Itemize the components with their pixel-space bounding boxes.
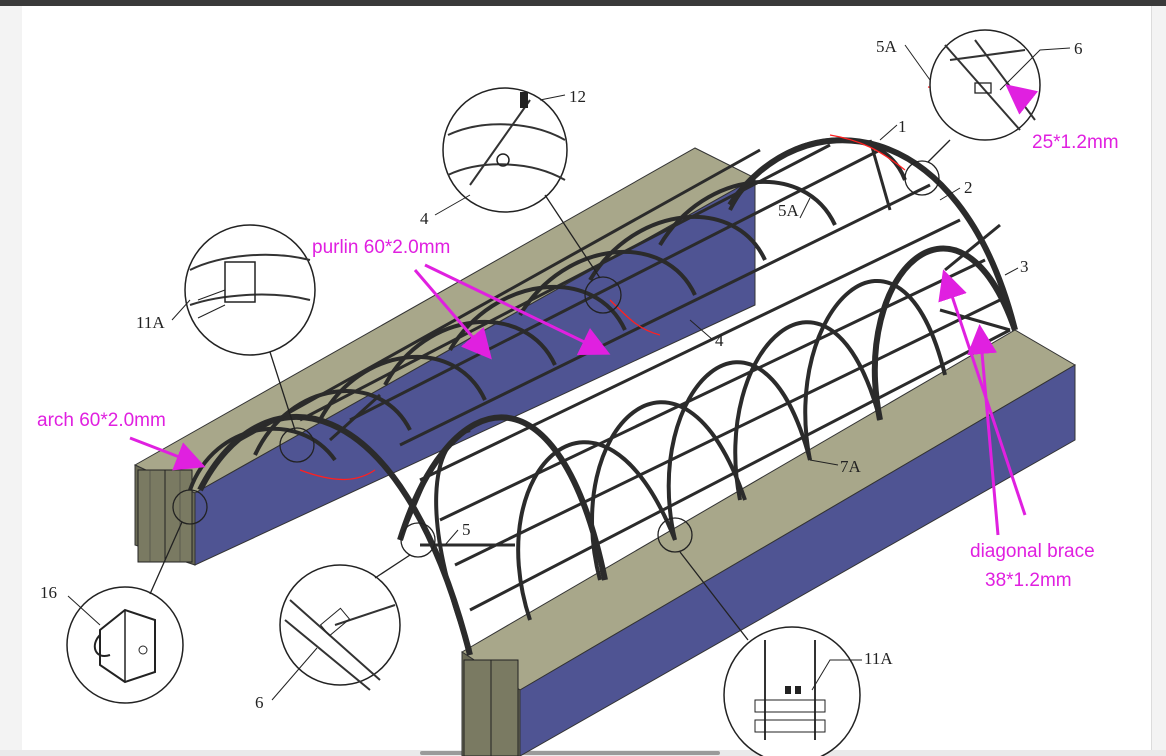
- part-label-11a-bottom: 11A: [864, 649, 893, 668]
- part-label-11a-left: 11A: [136, 313, 165, 332]
- part-label-1: 1: [898, 117, 907, 136]
- detail-view-top-splice: [442, 87, 568, 213]
- detail-leader-lines: [149, 139, 951, 641]
- part-label-12: 12: [569, 87, 586, 106]
- front-container: [461, 329, 1076, 756]
- part-label-5a-top: 5A: [876, 37, 898, 56]
- part-label-4-mid: 4: [715, 331, 724, 350]
- purlins: [239, 143, 1011, 612]
- part-labels: 12 4 11A 5A 6 1 2 3 5A 4 5 7A 6 16 11A: [40, 37, 1083, 712]
- detail-view-base-plate: [723, 626, 861, 756]
- diagonal-brace-callout-line2: 38*1.2mm: [985, 570, 1072, 591]
- right-scroll-track[interactable]: [1151, 6, 1166, 756]
- cable-callout: 25*1.2mm: [1032, 132, 1119, 153]
- front-container-door: [463, 659, 519, 756]
- part-label-2: 2: [964, 178, 973, 197]
- part-label-6-top: 6: [1074, 39, 1083, 58]
- detail-view-cable-anchor: [929, 29, 1041, 141]
- arch-callout: arch 60*2.0mm: [37, 410, 166, 431]
- part-number-leaders: [67, 44, 1071, 701]
- part-label-5: 5: [462, 520, 471, 539]
- part-label-3: 3: [1020, 257, 1029, 276]
- detail-view-purlin-joint: [184, 224, 316, 356]
- annotation-labels: purlin 60*2.0mm arch 60*2.0mm 25*1.2mm d…: [37, 132, 1119, 591]
- part-label-6-bottom: 6: [255, 693, 264, 712]
- annotation-arrows: [129, 84, 1039, 536]
- part-label-16: 16: [40, 583, 57, 602]
- left-margin: [0, 6, 22, 756]
- detail-view-corner-bracket: [66, 586, 184, 704]
- part-label-4-top: 4: [420, 209, 429, 228]
- back-container: [133, 147, 757, 566]
- detail-location-markers: [172, 160, 940, 558]
- purlin-callout: purlin 60*2.0mm: [312, 237, 450, 258]
- detail-view-gusset: [279, 564, 401, 691]
- part-label-7a: 7A: [840, 457, 862, 476]
- horizontal-scroll-thumb[interactable]: [420, 751, 720, 755]
- part-label-5a-mid: 5A: [778, 201, 800, 220]
- back-container-door: [137, 469, 193, 563]
- window-top-bar: [0, 0, 1166, 6]
- diagonal-brace-callout-line1: diagonal brace: [970, 541, 1095, 562]
